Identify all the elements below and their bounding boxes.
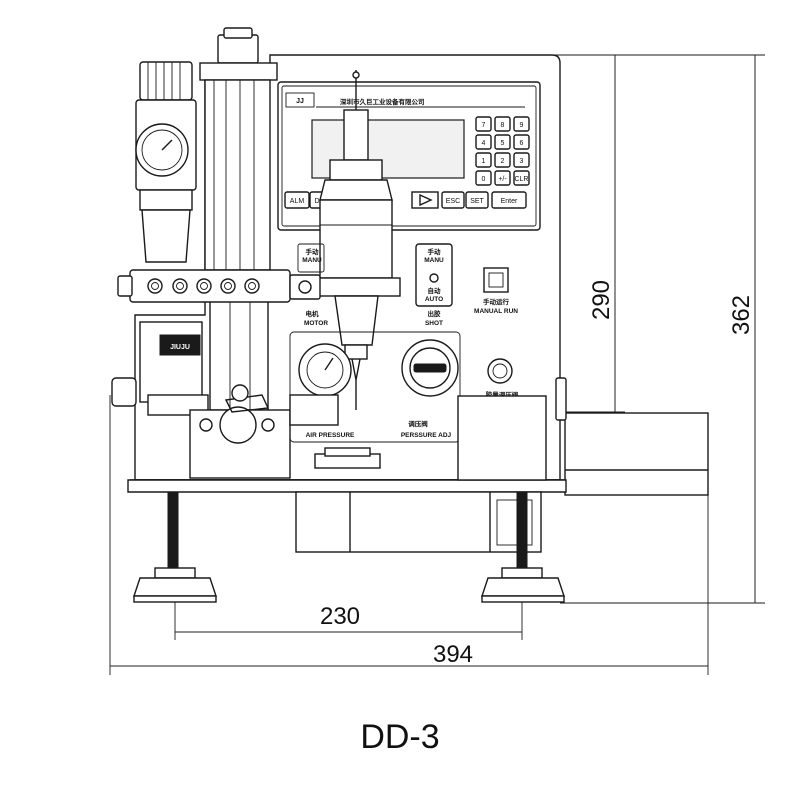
x-axis-slide <box>117 269 321 303</box>
auto-cn: 自动 <box>428 286 442 295</box>
logo-mark: JJ <box>296 98 304 105</box>
keypad-key[interactable] <box>513 134 530 150</box>
function-buttons: ALM D ESC SET Enter <box>284 191 527 209</box>
right-block <box>457 395 547 481</box>
keypad-key[interactable] <box>494 170 511 186</box>
right-foot <box>481 491 565 603</box>
dim-230-label: 230 <box>320 603 360 630</box>
keypad-key-label: 1 <box>482 158 486 165</box>
keypad-key-label: 2 <box>501 158 505 165</box>
manu-cn: 手动 <box>428 247 442 256</box>
function-button-label: ALM <box>290 198 305 205</box>
function-button[interactable] <box>465 191 489 209</box>
keypad-key-label: CLR <box>514 176 528 183</box>
base-plate <box>127 479 567 493</box>
side-box <box>564 412 709 496</box>
keypad-key[interactable] <box>494 116 511 132</box>
keypad-key-label: +/- <box>498 176 507 183</box>
keypad-key-label: 9 <box>520 122 524 129</box>
brand-badge: JIUJU <box>170 344 190 351</box>
motor-en: MOTOR <box>304 320 328 327</box>
left-manu-cn: 手动 <box>306 247 320 256</box>
keypad-key[interactable] <box>475 116 492 132</box>
vertical-column <box>199 27 278 411</box>
keypad-key[interactable] <box>513 170 530 186</box>
keypad-key-label: 4 <box>482 140 486 147</box>
motor-cn: 电机 <box>306 309 320 318</box>
dim-362-label: 362 <box>728 295 755 335</box>
dispense-head <box>311 70 401 410</box>
regulator-cn: 调压阀 <box>408 419 428 428</box>
function-button-label: SET <box>470 198 484 205</box>
function-button[interactable] <box>491 191 527 209</box>
keypad-key[interactable] <box>475 152 492 168</box>
keypad-key[interactable] <box>494 152 511 168</box>
auto-en: AUTO <box>425 296 443 303</box>
keypad-key[interactable] <box>475 170 492 186</box>
keypad: 7 8 9 4 5 6 1 2 3 0 +/- CLR <box>475 116 530 186</box>
lower-cabinet <box>295 491 542 553</box>
company-name: 深圳市久巨工业设备有限公司 <box>340 97 425 106</box>
keypad-key[interactable] <box>513 152 530 168</box>
function-button-label: ESC <box>446 198 460 205</box>
dimension-lines <box>109 54 765 675</box>
keypad-key[interactable] <box>494 134 511 150</box>
keypad-key-label: 0 <box>482 176 486 183</box>
play-button[interactable] <box>411 191 439 209</box>
keypad-key[interactable] <box>475 134 492 150</box>
keypad-key-label: 3 <box>520 158 524 165</box>
manual-run-en: MANUAL RUN <box>474 308 518 315</box>
shot-en: SHOT <box>425 320 443 327</box>
keypad-key-label: 6 <box>520 140 524 147</box>
air-pressure-label: AIR PRESSURE <box>306 432 355 439</box>
keypad-key[interactable] <box>513 116 530 132</box>
keypad-key-label: 5 <box>501 140 505 147</box>
model-title: DD-3 <box>360 718 439 756</box>
lower-left-mechanism: JIUJU <box>111 321 381 479</box>
keypad-key-label: 7 <box>482 122 486 129</box>
dim-290-label: 290 <box>588 280 615 320</box>
valve-knob[interactable] <box>487 358 513 384</box>
play-icon <box>419 193 433 207</box>
manual-run-cn: 手动运行 <box>483 297 510 306</box>
function-button-label: Enter <box>501 198 518 205</box>
shot-cn: 出胶 <box>428 309 442 318</box>
valve-knob-label: 胶量调压阀 <box>486 390 519 399</box>
left-manu-en: MANU <box>302 257 322 264</box>
keypad-key-label: 8 <box>501 122 505 129</box>
function-button[interactable] <box>441 191 465 209</box>
manual-run-button[interactable] <box>483 267 509 293</box>
function-button[interactable] <box>284 191 310 209</box>
regulator-en: PERSSURE ADJ <box>401 432 452 439</box>
left-foot <box>133 491 217 603</box>
function-button-label: D <box>314 198 319 205</box>
manu-en: MANU <box>424 257 444 264</box>
filter-regulator <box>135 61 197 263</box>
dim-394-label: 394 <box>433 641 473 668</box>
